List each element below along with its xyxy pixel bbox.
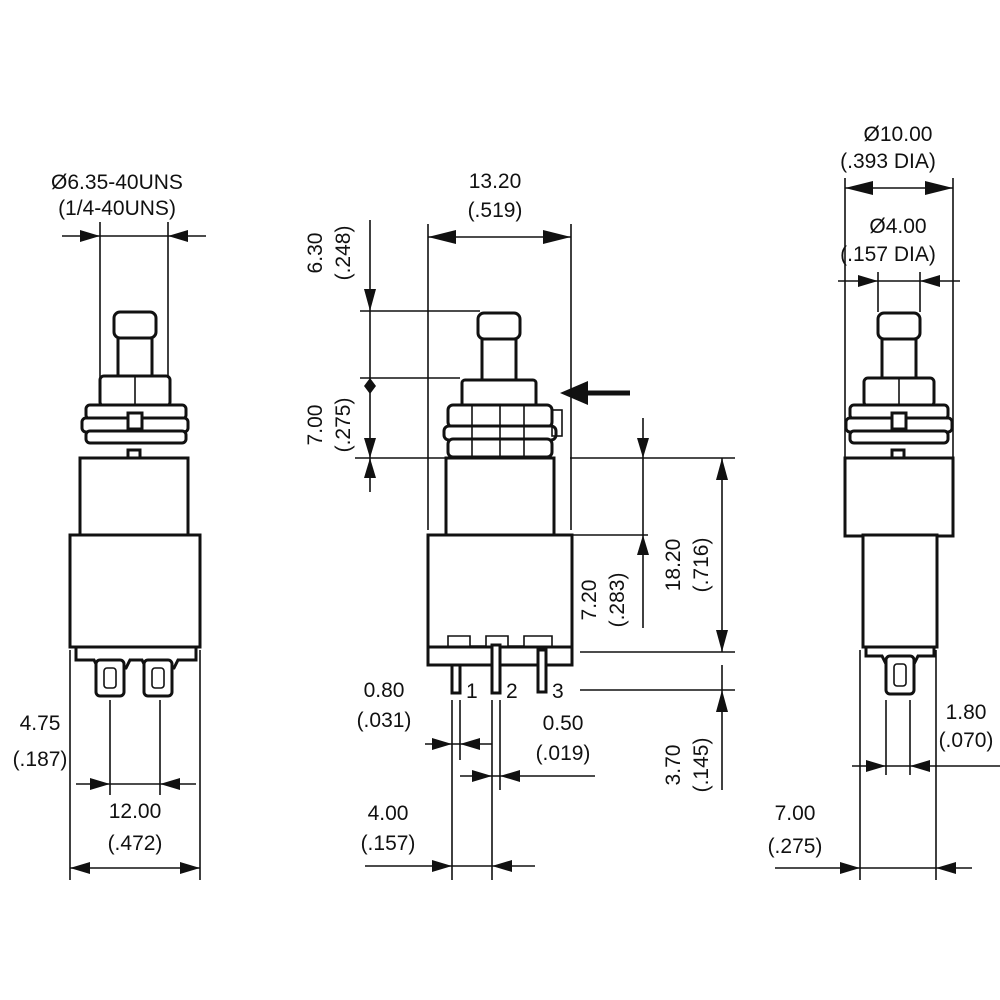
end-switch-body bbox=[843, 311, 955, 696]
plunger-dia-label-inch: (.157 DIA) bbox=[840, 243, 936, 266]
side-body-dimensions: 7.20 (.283) 18.20 (.716) 3.70 (.145) bbox=[570, 418, 735, 792]
front-view: Ø6.35-40UNS (1/4-40UNS) 4.75 (.187) 12.0… bbox=[13, 171, 206, 880]
side-view: 13.20 (.519) 6.30 (.248) 7.00 (.275) bbox=[304, 170, 735, 880]
end-body-width-label: 7.00 bbox=[775, 802, 816, 825]
end-terminal-width-label: 1.80 bbox=[946, 701, 987, 724]
end-plunger-dia-dimension: Ø4.00 (.157 DIA) bbox=[838, 215, 960, 312]
side-width-label: 13.20 bbox=[469, 170, 522, 193]
front-thread-dimension: Ø6.35-40UNS (1/4-40UNS) bbox=[51, 171, 206, 378]
end-view: Ø10.00 (.393 DIA) Ø4.00 (.157 DIA) 1.80 … bbox=[768, 123, 1000, 880]
end-body-width-label-inch: (.275) bbox=[768, 835, 823, 858]
plunger-travel-label: 6.30 bbox=[304, 233, 327, 274]
bushing-height-label: 7.00 bbox=[304, 405, 327, 446]
front-overall-width-label: 12.00 bbox=[109, 800, 162, 823]
end-body-width-dimension: 7.00 (.275) bbox=[768, 650, 972, 880]
bushing-height-label-inch: (.275) bbox=[332, 398, 355, 453]
terminal-thickness-label-inch: (.031) bbox=[357, 709, 412, 732]
front-thread-label-inch: (1/4-40UNS) bbox=[58, 197, 176, 220]
terminal-gap-label-inch: (.019) bbox=[536, 742, 591, 765]
terminal-pitch-label: 4.00 bbox=[368, 802, 409, 825]
end-terminal-width-label-inch: (.070) bbox=[939, 729, 994, 752]
plunger-dia-label: Ø4.00 bbox=[869, 215, 926, 238]
lower-body-label-inch: (.283) bbox=[606, 573, 629, 628]
terminal-number-1: 1 bbox=[466, 680, 478, 703]
terminal-numbers: 1 2 3 bbox=[466, 680, 564, 703]
end-terminal-width-dimension: 1.80 (.070) bbox=[852, 700, 1000, 775]
side-height-dimensions: 6.30 (.248) 7.00 (.275) bbox=[304, 220, 480, 492]
terminal-gap-label: 0.50 bbox=[543, 712, 584, 735]
side-width-dimension: 13.20 (.519) bbox=[427, 170, 572, 530]
outer-dia-label-inch: (.393 DIA) bbox=[840, 150, 936, 173]
side-terminal-dimensions: 0.80 (.031) 0.50 (.019) 4.00 (.157) bbox=[357, 679, 595, 880]
side-switch-body bbox=[426, 311, 574, 695]
push-direction-arrow bbox=[560, 381, 630, 405]
front-thread-label: Ø6.35-40UNS bbox=[51, 171, 183, 194]
side-width-label-inch: (.519) bbox=[468, 199, 523, 222]
front-terminal-width-label-inch: (.187) bbox=[13, 748, 68, 771]
front-terminal-width-label: 4.75 bbox=[20, 712, 61, 735]
terminal-number-3: 3 bbox=[552, 680, 564, 703]
terminal-length-label: 3.70 bbox=[662, 745, 685, 786]
body-height-label-inch: (.716) bbox=[690, 538, 713, 593]
body-height-label: 18.20 bbox=[662, 539, 685, 592]
lower-body-label: 7.20 bbox=[578, 580, 601, 621]
end-outer-dia-dimension: Ø10.00 (.393 DIA) bbox=[840, 123, 954, 458]
terminal-length-label-inch: (.145) bbox=[690, 738, 713, 793]
outer-dia-label: Ø10.00 bbox=[864, 123, 933, 146]
terminal-number-2: 2 bbox=[506, 680, 518, 703]
front-terminal-width-dimension: 4.75 (.187) bbox=[13, 700, 196, 795]
plunger-travel-label-inch: (.248) bbox=[332, 226, 355, 281]
front-switch-body bbox=[68, 310, 202, 698]
terminal-pitch-label-inch: (.157) bbox=[361, 832, 416, 855]
front-overall-width-dimension: 12.00 (.472) bbox=[69, 650, 201, 880]
terminal-thickness-label: 0.80 bbox=[364, 679, 405, 702]
front-overall-width-label-inch: (.472) bbox=[108, 832, 163, 855]
